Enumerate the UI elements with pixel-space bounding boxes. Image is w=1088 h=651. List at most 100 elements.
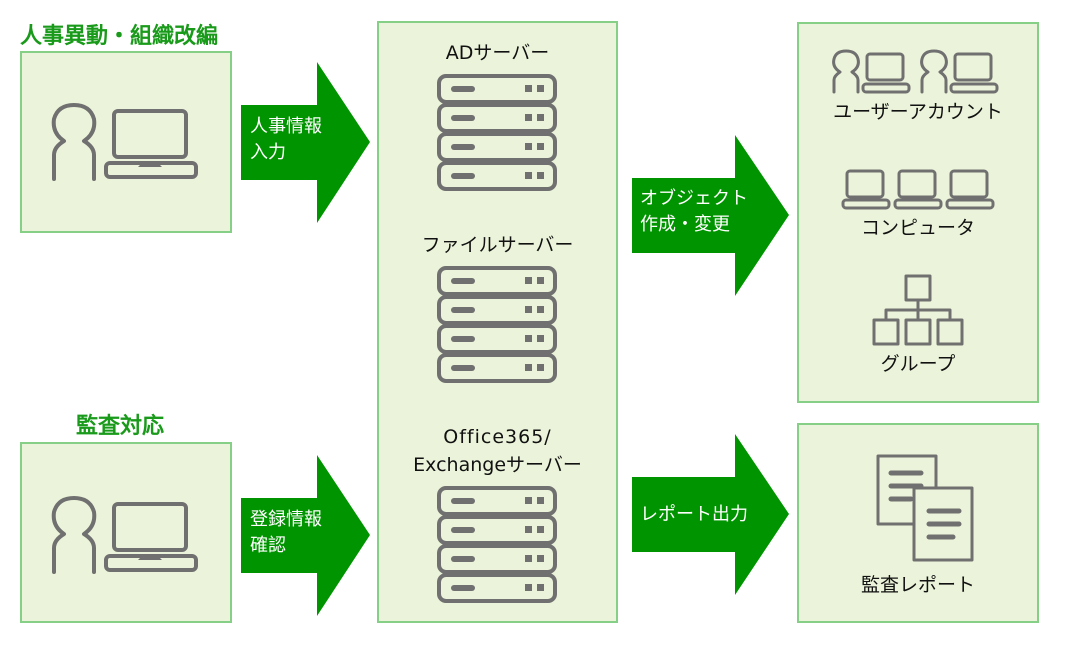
arrow-label-line: 作成・変更 (640, 214, 730, 235)
server-unit-frame (437, 103, 557, 133)
server-unit (437, 544, 557, 574)
server-unit-slot (451, 173, 475, 179)
arrow-hr-input (241, 62, 370, 223)
arrow-label-line: 登録情報 (250, 509, 322, 530)
documents-icon (876, 454, 974, 562)
user-computer-icon (51, 496, 198, 574)
server-unit-led (525, 584, 532, 591)
server-label-line: Office365/ (443, 426, 552, 448)
arrow-label-report-output: レポート出力 (640, 502, 748, 528)
user-computer-pair (832, 49, 911, 94)
server-unit-slot (451, 585, 475, 591)
server-unit-led (525, 555, 532, 562)
server-unit-led (525, 497, 532, 504)
arrow-label-line: 確認 (250, 535, 286, 556)
server-unit-led (537, 114, 544, 121)
server-label-office365-exchange: Office365/ Exchangeサーバー (379, 423, 616, 479)
server-unit-led (537, 85, 544, 92)
server-unit-led (537, 172, 544, 179)
server-unit-led (537, 526, 544, 533)
server-unit-led (525, 277, 532, 284)
servers-box: ADサーバー ファイルサーバー Office365/ Exchangeサーバー (377, 21, 618, 623)
server-label-ad: ADサーバー (379, 41, 616, 66)
source-title-audit: 監査対応 (76, 414, 165, 439)
server-label-line: ADサーバー (445, 42, 550, 64)
server-unit-led (537, 497, 544, 504)
server-unit (437, 266, 557, 296)
server-rack-icon (437, 74, 557, 191)
server-unit-frame (437, 573, 557, 603)
arrow-shape (241, 62, 370, 223)
server-unit-frame (437, 515, 557, 545)
computer (893, 169, 943, 210)
server-unit-slot (451, 527, 475, 533)
computer (841, 169, 891, 210)
server-unit (437, 515, 557, 545)
user-computer-icon (51, 103, 198, 181)
source-box-audit (20, 442, 232, 623)
server-unit-slot (451, 498, 475, 504)
arrow-shape (632, 135, 789, 296)
arrow-label-line: オブジェクト (640, 188, 748, 209)
server-label-line: Exchangeサーバー (413, 454, 582, 476)
arrow-label-object-create-change: オブジェクト 作成・変更 (640, 186, 748, 238)
server-unit (437, 161, 557, 191)
server-unit-slot (451, 278, 475, 284)
arrow-shape (241, 455, 370, 616)
server-unit-frame (437, 132, 557, 162)
arrow-object-create-change (632, 135, 789, 296)
server-unit-led (525, 172, 532, 179)
server-unit-led (537, 143, 544, 150)
source-box-hr-change (20, 51, 232, 233)
server-unit-slot (451, 556, 475, 562)
server-unit-frame (437, 295, 557, 325)
server-unit-led (537, 584, 544, 591)
arrow-report-output (632, 434, 789, 595)
server-unit (437, 132, 557, 162)
arrow-label-line: レポート出力 (640, 504, 748, 525)
server-unit-frame (437, 486, 557, 516)
server-unit-led (525, 335, 532, 342)
server-unit-slot (451, 144, 475, 150)
server-unit-frame (437, 74, 557, 104)
server-unit (437, 295, 557, 325)
user-accounts-icon (832, 49, 999, 94)
arrow-shape (632, 434, 789, 595)
computer (945, 169, 995, 210)
report-label: 監査レポート (860, 574, 975, 596)
server-unit-led (525, 306, 532, 313)
server-unit-led (525, 114, 532, 121)
server-unit-led (537, 277, 544, 284)
objects-box: ユーザーアカウント コンピュータ グループ (797, 22, 1039, 403)
server-unit (437, 353, 557, 383)
arrow-label-line: 入力 (250, 142, 286, 163)
server-unit-frame (437, 544, 557, 574)
server-unit-led (537, 335, 544, 342)
server-unit-slot (451, 307, 475, 313)
server-unit-led (537, 306, 544, 313)
arrow-label-line: 人事情報 (250, 116, 322, 137)
arrow-registration-check (241, 455, 370, 616)
server-unit (437, 573, 557, 603)
server-unit-led (537, 364, 544, 371)
arrow-label-registration-check: 登録情報 確認 (250, 507, 322, 559)
server-unit-frame (437, 266, 557, 296)
source-title-hr-change: 人事異動・組織改編 (20, 24, 219, 49)
server-unit-frame (437, 353, 557, 383)
computers-icon (841, 169, 995, 210)
object-label-computers: コンピュータ (860, 217, 975, 239)
object-label-user-accounts: ユーザーアカウント (833, 101, 1003, 123)
server-unit-led (525, 143, 532, 150)
server-unit-slot (451, 86, 475, 92)
server-unit (437, 324, 557, 354)
server-label-file: ファイルサーバー (379, 233, 616, 258)
user-computer-pair (920, 49, 999, 94)
server-rack-icon (437, 486, 557, 603)
server-unit-slot (451, 365, 475, 371)
arrow-label-hr-input: 人事情報 入力 (250, 114, 322, 166)
server-unit-led (525, 526, 532, 533)
server-unit (437, 103, 557, 133)
server-unit-led (525, 85, 532, 92)
server-unit-led (537, 555, 544, 562)
server-unit-frame (437, 324, 557, 354)
